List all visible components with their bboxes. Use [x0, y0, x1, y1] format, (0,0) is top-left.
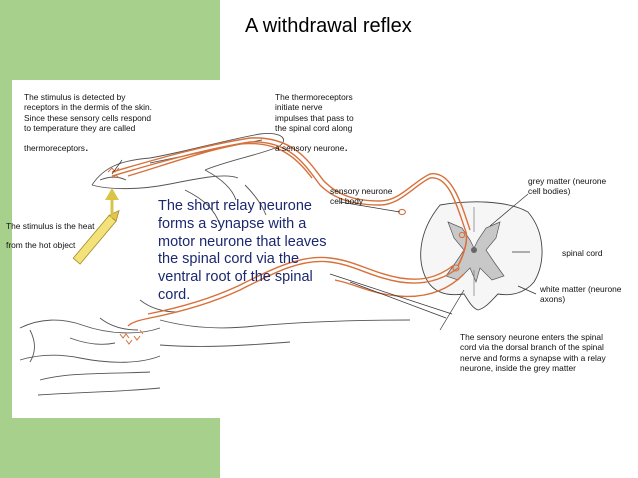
- heat-arrow: [105, 188, 119, 218]
- hot-object: [72, 209, 120, 265]
- label-sensory-cell-body: sensory neurone cell body: [330, 186, 393, 207]
- relay-neurone: [457, 231, 468, 267]
- leader-lines: [111, 159, 537, 331]
- annotation-sensory-enters: The sensory neurone enters the spinal co…: [460, 332, 606, 374]
- thermoreceptor: [107, 167, 120, 179]
- label-white-matter: white matter (neurone axons): [540, 284, 622, 305]
- annotation-thermoreceptors-initiate: The thermoreceptors initiate nerve impul…: [275, 92, 354, 154]
- annotation-stimulus-heat: The stimulus is the heat from the hot ob…: [6, 221, 95, 250]
- spinal-cord-illustration: [420, 201, 543, 311]
- central-canal: [471, 247, 477, 253]
- thermoreceptors-word: thermoreceptors: [24, 142, 85, 153]
- label-spinal-cord: spinal cord: [562, 248, 603, 258]
- relay-neurone-callout: The short relay neurone forms a synapse …: [158, 198, 327, 303]
- arm-illustration: [19, 299, 411, 396]
- annotation-stimulus-detected: The stimulus is detected by receptors in…: [24, 92, 153, 154]
- label-grey-matter: grey matter (neurone cell bodies): [528, 176, 607, 197]
- effector-endings: [119, 329, 144, 345]
- slide-title: A withdrawal reflex: [245, 15, 412, 37]
- sensory-neurone-word: a sensory neurone: [275, 142, 345, 153]
- motor-cell-body: [452, 264, 460, 272]
- sensory-neurone: [111, 137, 471, 233]
- hand-illustration: [91, 132, 284, 226]
- relay-synapse: [458, 231, 466, 239]
